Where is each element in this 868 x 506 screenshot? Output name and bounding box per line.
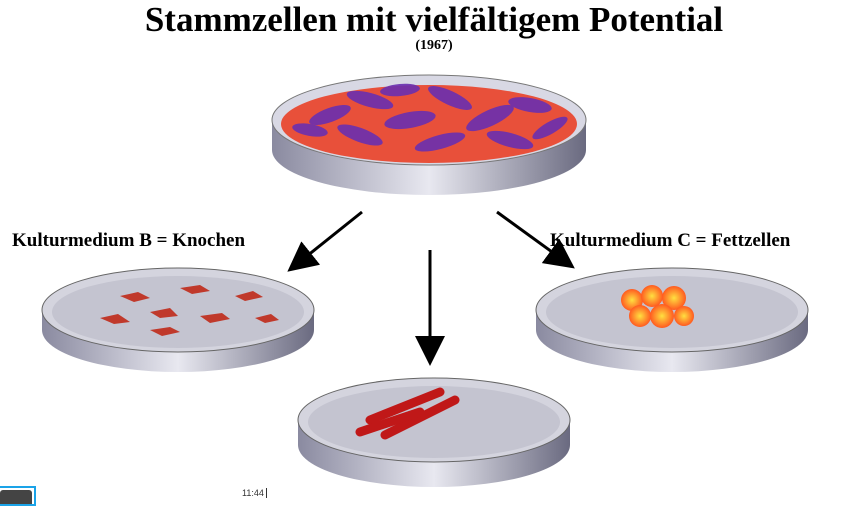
arrow-to-bone [287,210,363,272]
bone-cells [100,285,279,336]
petri-dish-bone [41,267,315,372]
page-title: Stammzellen mit vielfältigem Potential [144,0,724,39]
fat-cells [621,285,694,328]
year-subtitle: (1967) [415,38,453,53]
petri-dish-muscle [297,377,571,487]
stem-cells [292,83,568,152]
taskbar-button[interactable] [0,486,36,506]
petri-dish-stem-cells [271,74,587,195]
taskbar-clock: 11:44 [242,488,267,498]
label-fat-medium: Kulturmedium C = Fettzellen [550,230,791,251]
label-bone-medium: Kulturmedium B = Knochen [12,230,246,251]
petri-dish-fat [535,267,809,372]
arrow-to-fat [496,210,575,269]
muscle-fibers [355,387,460,440]
